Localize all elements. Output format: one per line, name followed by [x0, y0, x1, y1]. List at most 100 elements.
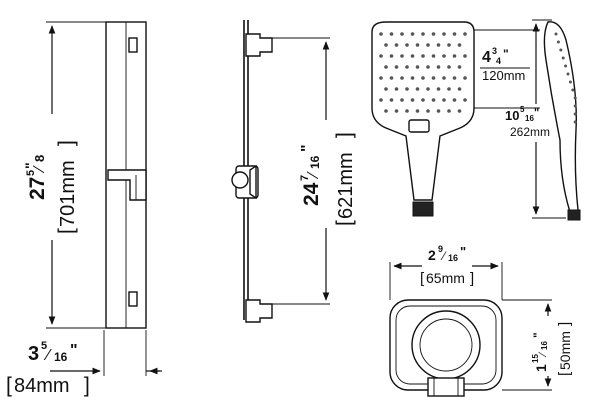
nozzle-dot [384, 109, 388, 113]
nozzle-dot [426, 65, 430, 69]
nozzle-dot [426, 87, 430, 91]
side-nozzle-dot [554, 32, 558, 36]
top-bracket [128, 37, 138, 53]
side-bottom-bracket [245, 299, 273, 323]
nozzle-dot [421, 54, 425, 58]
slide-bar-front-view [105, 21, 147, 329]
nozzle-dot [426, 109, 430, 113]
bar-height-inch-whole: 27 [26, 177, 49, 200]
nozzle-dot [447, 109, 451, 113]
svg-text:[: [ [556, 371, 573, 376]
svg-text:⁄: ⁄ [31, 165, 48, 174]
outlet-height-mm: 50mm [557, 331, 573, 370]
side-top-bracket [245, 33, 273, 57]
nozzle-dot [415, 109, 420, 113]
side-nozzle-dot [566, 72, 570, 76]
bar-height-inch-num: 5 [25, 170, 37, 176]
nozzle-dot [394, 87, 399, 91]
svg-text:]: ] [556, 322, 573, 326]
svg-text:⁄: ⁄ [43, 347, 52, 364]
nozzle-pattern [379, 32, 467, 113]
nozzle-dot [394, 109, 399, 113]
svg-text:⁄: ⁄ [440, 249, 447, 263]
svg-text:]: ] [470, 270, 474, 287]
rail-length-inch-den: 16 [308, 155, 322, 169]
outlet-width-inch-den: 16 [448, 253, 458, 263]
side-nozzle-dot [568, 80, 572, 84]
head-length-dimension: 10 5 16 " 262mm [505, 19, 566, 219]
svg-text:]: ] [84, 374, 90, 397]
bar-width-mm: 84mm [14, 375, 70, 397]
nozzle-dot [431, 54, 436, 58]
wall-outlet-view [389, 299, 503, 397]
head-width-inch-num: 3 [492, 46, 497, 56]
nozzle-dot [389, 98, 394, 102]
svg-text:]: ] [55, 140, 78, 146]
nozzle-dot [421, 98, 425, 102]
side-nozzle-dot [556, 40, 560, 44]
nozzle-dot [457, 87, 462, 91]
nozzle-dot [415, 87, 420, 91]
nozzle-dot [442, 32, 446, 36]
side-nozzle-dot [573, 96, 577, 100]
slider-knob [231, 171, 249, 189]
bar-width-dimension: 3 5 ⁄ 16 " [ 84mm ] [6, 330, 162, 397]
bar-width-inch-num: 5 [41, 340, 47, 352]
bar-width-inch-den: 16 [54, 350, 68, 364]
nozzle-dot [410, 76, 415, 80]
nozzle-dot [405, 109, 409, 113]
nozzle-dot [442, 54, 446, 58]
nozzle-dot [400, 32, 404, 36]
nozzle-dot [436, 43, 441, 47]
head-width-inch-whole: 4 [482, 49, 491, 66]
head-length-inch-mark: " [534, 107, 539, 119]
head-length-inch-den: 16 [525, 114, 534, 123]
svg-text:[: [ [55, 228, 78, 234]
svg-text:[: [ [6, 374, 12, 397]
nozzle-dot [410, 54, 415, 58]
nozzle-dot [400, 54, 404, 58]
nozzle-dot [447, 65, 451, 69]
nozzle-dot [431, 76, 436, 80]
nozzle-dot [463, 32, 467, 36]
nozzle-dot [389, 32, 394, 36]
side-nozzle-dot [573, 120, 577, 124]
nozzle-dot [463, 54, 467, 58]
nozzle-dot [447, 87, 451, 91]
rail-length-inch-whole: 24 [300, 182, 323, 206]
nozzle-dot [431, 98, 436, 102]
nozzle-dot [442, 98, 446, 102]
outlet-nipple [427, 377, 465, 397]
handle-connector [412, 201, 434, 217]
side-nozzle-dot [573, 104, 577, 108]
rail-length-mm: 621mm [335, 152, 357, 219]
outlet-width-inch-num: 9 [438, 244, 443, 254]
rail-length-dimension: 24 7 ⁄ 16 " [ 621mm ] [272, 37, 357, 305]
side-nozzle-dot [571, 88, 575, 92]
nozzle-dot [400, 76, 404, 80]
nozzle-dot [379, 76, 383, 80]
outlet-ring [411, 310, 481, 380]
nozzle-dot [379, 32, 383, 36]
nozzle-dot [457, 109, 462, 113]
nozzle-dot [436, 109, 441, 113]
bar-height-mm: 701mm [57, 160, 79, 227]
head-width-mm: 120mm [482, 68, 525, 83]
nozzle-dot [379, 54, 383, 58]
head-length-mm: 262mm [510, 125, 550, 139]
head-length-inch-whole: 10 [505, 108, 519, 123]
hand-shower-side-view [543, 21, 581, 221]
nozzle-dot [389, 76, 394, 80]
side-connector [567, 209, 581, 221]
nozzle-dot [384, 87, 388, 91]
nozzle-dot [394, 43, 399, 47]
bar-height-inch-den: 8 [32, 155, 47, 162]
outlet-height-inch-den: 16 [540, 341, 549, 350]
head-length-inch-num: 5 [520, 105, 525, 114]
slider-clamp [107, 169, 147, 201]
nozzle-dot [415, 65, 420, 69]
hand-shower-front-view [371, 21, 475, 217]
side-nozzle-dot [559, 48, 563, 52]
nozzle-dot [452, 76, 457, 80]
